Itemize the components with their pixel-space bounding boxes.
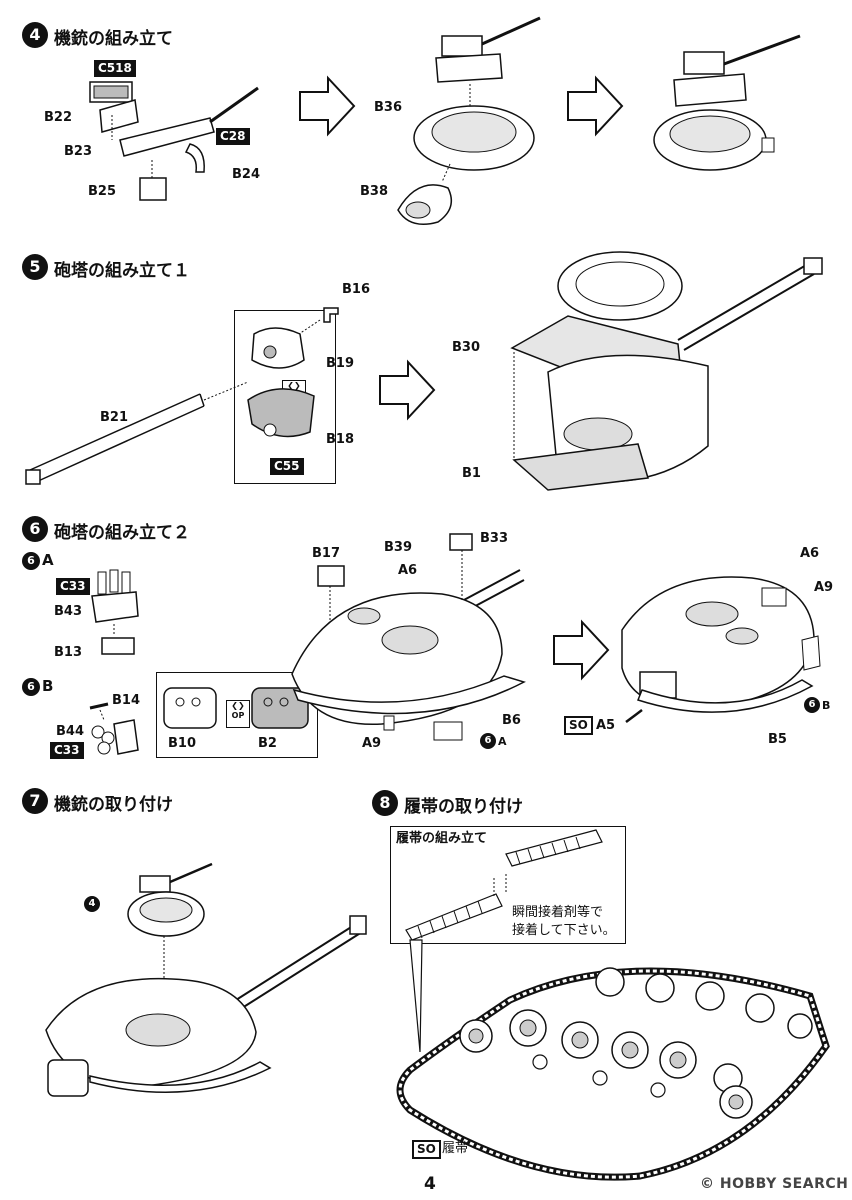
part-label-b5: B5	[768, 732, 787, 747]
callout-pointer	[409, 939, 423, 1053]
side-storage-boxes-drawing	[163, 687, 309, 729]
ref-6a-letter: A	[498, 735, 507, 748]
step-7-number: 7	[22, 788, 48, 814]
so-badge: SO	[412, 1140, 441, 1159]
part-label-b23: B23	[64, 144, 92, 159]
part-label-b38: B38	[360, 184, 388, 199]
part-label-b39: B39	[384, 540, 412, 555]
part-label-a9: A9	[362, 736, 382, 751]
step-5-title: 砲塔の組み立て１	[54, 261, 190, 281]
track-assembly-title: 履帯の組み立て	[396, 831, 488, 846]
turret-completed-drawing	[621, 576, 821, 723]
hull-running-gear-drawing	[396, 967, 830, 1181]
arrow-right-icon	[379, 359, 436, 421]
step-5-number: 5	[22, 254, 48, 280]
ref-6b-letter: B	[822, 699, 831, 712]
part-label-b25: B25	[88, 184, 116, 199]
part-label-b13: B13	[54, 645, 82, 660]
part-label-b43: B43	[54, 604, 82, 619]
part-label-b44: B44	[56, 724, 84, 739]
ref-6b-number: 6	[804, 697, 820, 713]
watermark-logo: © HOBBY SEARCH	[700, 1176, 848, 1192]
subassembly-6a-number: 6	[22, 552, 40, 570]
part-label-a6: A6	[398, 563, 418, 578]
part-label-a5: A5	[596, 718, 616, 733]
part-label-b6: B6	[502, 713, 521, 728]
optional-label: OP	[231, 711, 245, 720]
watermark-text: HOBBY SEARCH	[719, 1176, 849, 1192]
page-number: 4	[424, 1174, 436, 1194]
subassembly-6a-letter: A	[42, 551, 54, 569]
part-label-c33: C33	[56, 578, 90, 595]
cupola-assembly-drawing	[397, 16, 541, 225]
glue-note-line2: 接着して下さい。	[512, 923, 616, 938]
part-label-c28: C28	[216, 128, 250, 145]
part-label-b14: B14	[112, 693, 140, 708]
arrow-right-icon	[567, 75, 624, 137]
arrow-right-icon	[299, 75, 356, 137]
smoke-discharger-a-drawing	[91, 569, 139, 655]
glue-note-line1: 瞬間接着剤等で	[512, 905, 604, 920]
cupola-complete-drawing	[653, 34, 801, 171]
step-7-title: 機銃の取り付け	[54, 795, 173, 815]
part-label-b16: B16	[342, 282, 370, 297]
step-6-number: 6	[22, 516, 48, 542]
part-label-b36: B36	[374, 100, 402, 115]
machine-gun-parts-drawing	[89, 81, 259, 201]
watermark-mark: ©	[700, 1176, 715, 1192]
step-8-number: 8	[372, 790, 398, 816]
track-links-drawing	[405, 829, 603, 941]
smoke-discharger-b-drawing	[89, 702, 139, 755]
part-label-b30: B30	[452, 340, 480, 355]
part-label-b10: B10	[168, 736, 196, 751]
so-badge: SO	[564, 716, 593, 735]
turret-mg-mount-drawing	[45, 862, 367, 1097]
part-label-b1: B1	[462, 466, 481, 481]
part-label-b17: B17	[312, 546, 340, 561]
part-label-c33-b: C33	[50, 742, 84, 759]
part-label-a9-right: A9	[814, 580, 834, 595]
step-4-number: 4	[22, 22, 48, 48]
part-label-c55: C55	[270, 458, 304, 475]
step-4-title: 機銃の組み立て	[54, 29, 173, 49]
ref-6a-number: 6	[480, 733, 496, 749]
track-label: 履帯	[442, 1141, 469, 1156]
part-label-b18: B18	[326, 432, 354, 447]
step-6-title: 砲塔の組み立て２	[54, 523, 190, 543]
part-label-c518: C518	[94, 60, 136, 77]
optional-parts-icon: ❮❯OP	[226, 700, 250, 728]
step-8-title: 履帯の取り付け	[404, 797, 523, 817]
part-label-b33: B33	[480, 531, 508, 546]
turret-detail-drawing	[291, 533, 526, 741]
gun-barrel-mantlet-drawing	[25, 307, 339, 485]
part-label-b22: B22	[44, 110, 72, 125]
part-label-b21: B21	[100, 410, 128, 425]
part-label-b2: B2	[258, 736, 277, 751]
subassembly-6b-letter: B	[42, 677, 54, 695]
part-label-a6-right: A6	[800, 546, 820, 561]
turret-shell-drawing	[510, 251, 823, 491]
ref-step-4-number: 4	[84, 896, 100, 912]
part-label-b19: B19	[326, 356, 354, 371]
subassembly-6b-number: 6	[22, 678, 40, 696]
part-label-b24: B24	[232, 167, 260, 182]
arrow-right-icon	[553, 619, 610, 681]
